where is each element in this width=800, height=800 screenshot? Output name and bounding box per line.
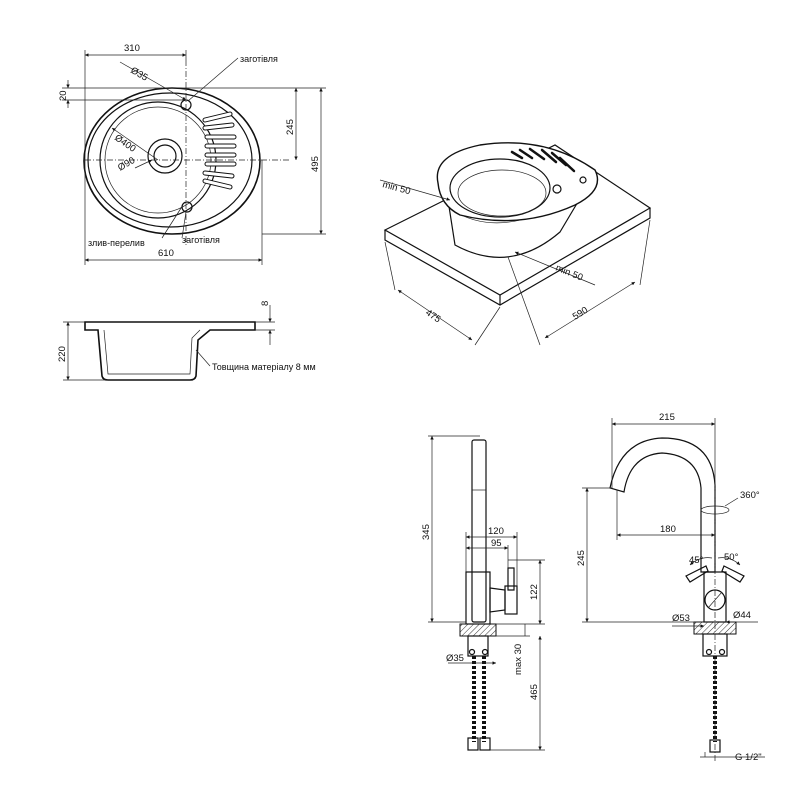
- dim-d35-tap: Ø35: [129, 65, 150, 84]
- faucet-side-body: [459, 439, 518, 751]
- dim-245-faucet: 245: [576, 550, 587, 566]
- dim-220: 220: [57, 346, 68, 362]
- dim-215: 215: [659, 412, 675, 423]
- faucet-front-body: [609, 437, 745, 762]
- sink-side-outline: [84, 321, 256, 381]
- label-blank-top: заготівля: [240, 54, 278, 64]
- dim-475: 475: [423, 307, 442, 325]
- dim-min50-right: min 50: [554, 263, 585, 284]
- dim-310: 310: [124, 43, 140, 54]
- dim-8: 8: [260, 301, 271, 306]
- faucet-front-dimensions: 215 360° 180 245 45° 50° Ø53 Ø44 G 1/2": [576, 412, 765, 763]
- faucet-front-view: 215 360° 180 245 45° 50° Ø53 Ø44 G 1/2": [576, 412, 765, 763]
- sink-side-view: 8 220 Товщина матеріалу 8 мм: [57, 301, 316, 381]
- sink-iso: [436, 142, 599, 258]
- dim-465: 465: [529, 684, 540, 700]
- dim-122: 122: [529, 584, 540, 600]
- dim-d90: Ø90: [116, 155, 137, 174]
- label-overflow: злив-перелив: [88, 238, 145, 248]
- dim-245: 245: [285, 119, 296, 135]
- dim-thread: G 1/2": [735, 752, 762, 763]
- dim-180: 180: [660, 524, 676, 535]
- dim-95: 95: [491, 538, 502, 549]
- sink-outline: [83, 60, 290, 245]
- dim-d53: Ø53: [672, 613, 690, 624]
- dim-360: 360°: [740, 490, 760, 501]
- dim-345: 345: [421, 524, 432, 540]
- dim-min50-left: min 50: [381, 179, 411, 197]
- faucet-side-view: 345 120 95 122 max 30 465 Ø35: [421, 435, 545, 751]
- label-blank-bottom: заготівля: [182, 235, 220, 245]
- dim-max30: max 30: [513, 644, 524, 675]
- label-material: Товщина матеріалу 8 мм: [212, 362, 316, 372]
- faucet-side-dimensions: 345 120 95 122 max 30 465 Ø35: [421, 435, 545, 751]
- sink-top-view: 310 Ø35 20 245 495 Ø400 Ø90: [58, 43, 326, 265]
- dim-20: 20: [58, 90, 69, 101]
- dim-45deg: 45°: [689, 555, 704, 566]
- dim-d35-base: Ø35: [446, 653, 464, 664]
- dim-610: 610: [158, 248, 174, 259]
- dim-50deg: 50°: [724, 552, 739, 563]
- sink-side-dimensions: 8 220 Товщина матеріалу 8 мм: [57, 301, 316, 381]
- dim-120: 120: [488, 526, 504, 537]
- dim-495: 495: [310, 156, 321, 172]
- dim-d400: Ø400: [112, 132, 137, 154]
- dim-d44: Ø44: [733, 610, 751, 621]
- sink-install-view: min 50 min 50 475 590: [379, 142, 652, 346]
